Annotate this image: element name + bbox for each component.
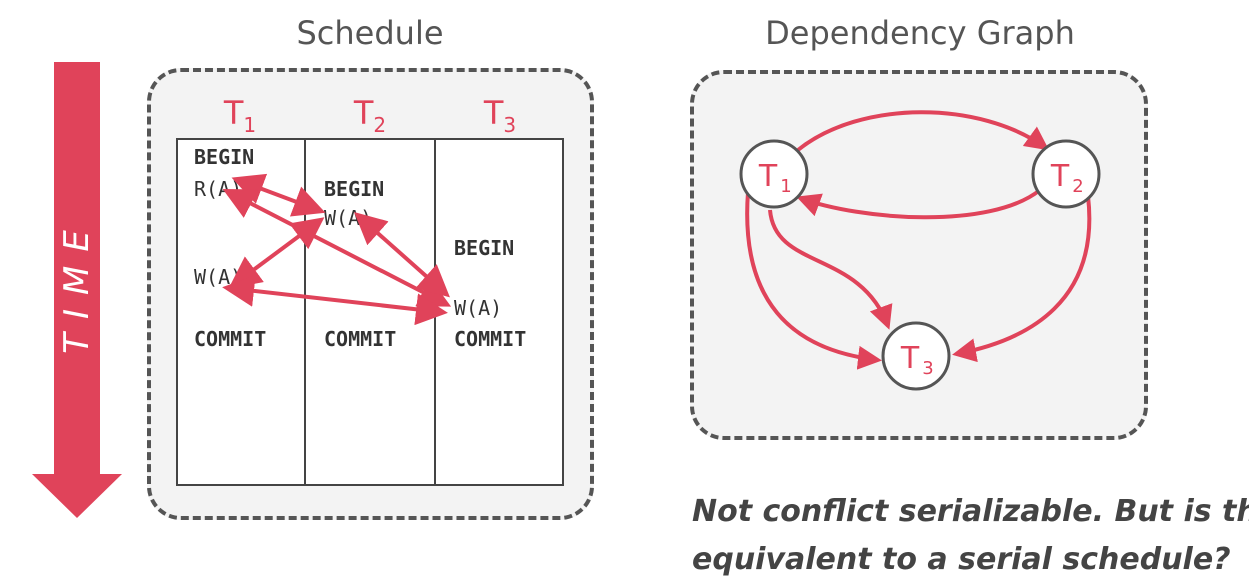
conflict-arrow-t1w-t3w [222, 275, 448, 326]
transaction-header-t3: T3 [483, 94, 517, 137]
transaction-header-t1: T1 [223, 94, 257, 137]
t1-begin: BEGIN [194, 145, 255, 169]
time-arrow-head [32, 474, 122, 518]
note-line-1: Not conflict serializable. But is this [692, 494, 1249, 529]
serializability-note: Not conflict serializable. But is this e… [692, 488, 1249, 584]
t3-write-a: W(A) [454, 296, 503, 320]
time-arrow [54, 62, 100, 475]
graph-node-t2: T 2 [1031, 139, 1101, 209]
t3-begin: BEGIN [454, 236, 515, 260]
graph-node-sub: 2 [1072, 176, 1083, 197]
edge-t1-t3-outer [745, 191, 882, 370]
schedule-title: Schedule [296, 14, 444, 52]
edge-t2-t1 [796, 188, 1042, 220]
graph-node-t3: T 3 [881, 321, 951, 391]
transaction-header-t2: T2 [353, 94, 387, 137]
edge-t2-t3 [952, 195, 1092, 363]
edge-t1-t2 [796, 110, 1050, 152]
graph-node-label: T [1050, 159, 1070, 194]
edge-t1-t3-inner [768, 209, 893, 330]
dependency-graph-title: Dependency Graph [765, 14, 1075, 52]
t1-commit: COMMIT [194, 327, 267, 351]
note-line-2: equivalent to a serial schedule? [692, 542, 1231, 577]
graph-node-label: T [758, 159, 778, 194]
t3-commit: COMMIT [454, 327, 527, 351]
graph-node-t1: T 1 [739, 139, 809, 209]
graph-node-label: T [900, 341, 920, 376]
graph-node-sub: 1 [780, 176, 791, 197]
graph-node-sub: 3 [922, 358, 933, 379]
conflict-arrow-t1w-t2w [228, 217, 325, 289]
t2-commit: COMMIT [324, 327, 397, 351]
